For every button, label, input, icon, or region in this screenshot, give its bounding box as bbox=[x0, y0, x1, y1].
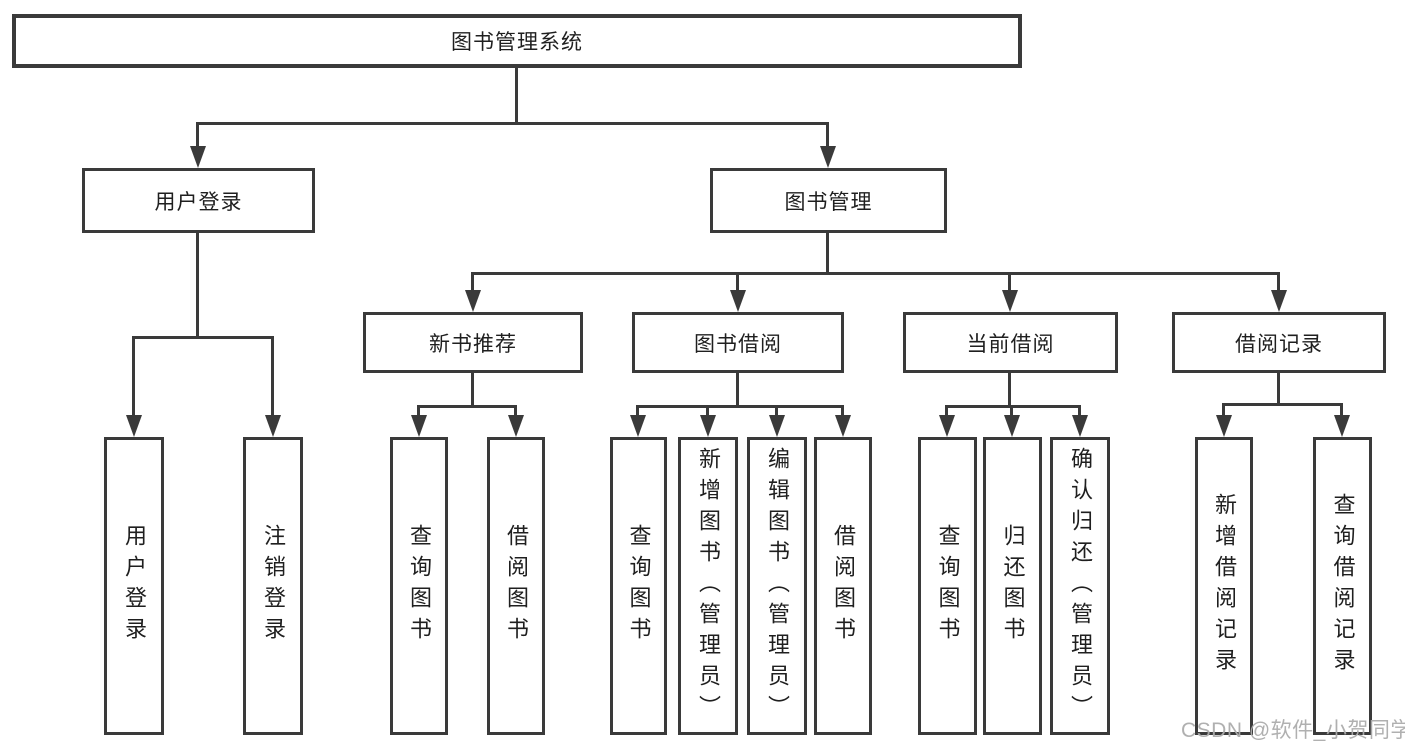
connector-hline bbox=[636, 405, 844, 408]
connector-vline bbox=[1340, 403, 1343, 417]
leaf-label: 借阅图书 bbox=[831, 524, 856, 648]
leaf-label: 借阅图书 bbox=[504, 524, 529, 648]
connector-vline bbox=[636, 405, 639, 417]
arrowhead-down-icon bbox=[1072, 415, 1088, 437]
connector-hline bbox=[1222, 403, 1343, 406]
leaf-confirm-return-admin: 确认归还（管理员） bbox=[1050, 437, 1110, 735]
leaf-add-borrow-record: 新增借阅记录 bbox=[1195, 437, 1253, 735]
leaf-edit-books-admin: 编辑图书（管理员） bbox=[747, 437, 807, 735]
leaf-label: 编辑图书（管理员） bbox=[765, 446, 790, 726]
arrowhead-down-icon bbox=[730, 290, 746, 312]
connector-vline bbox=[1010, 405, 1013, 417]
node-book-borrowing: 图书借阅 bbox=[632, 312, 844, 373]
connector-hline bbox=[132, 336, 274, 339]
node-book-management: 图书管理 bbox=[710, 168, 947, 233]
node-new-book-recommendation: 新书推荐 bbox=[363, 312, 583, 373]
connector-vline bbox=[1008, 272, 1011, 292]
node-user-login: 用户登录 bbox=[82, 168, 315, 233]
connector-vline bbox=[132, 336, 135, 417]
node-library-management-system: 图书管理系统 bbox=[12, 14, 1022, 68]
leaf-add-books-admin: 新增图书（管理员） bbox=[678, 437, 738, 735]
connector-vline bbox=[736, 272, 739, 292]
arrowhead-down-icon bbox=[939, 415, 955, 437]
arrowhead-down-icon bbox=[126, 415, 142, 437]
arrowhead-down-icon bbox=[265, 415, 281, 437]
arrowhead-down-icon bbox=[1004, 415, 1020, 437]
leaf-user-login: 用户登录 bbox=[104, 437, 164, 735]
connector-vline bbox=[514, 405, 517, 417]
arrowhead-down-icon bbox=[465, 290, 481, 312]
node-borrowing-records: 借阅记录 bbox=[1172, 312, 1386, 373]
leaf-logout: 注销登录 bbox=[243, 437, 303, 735]
leaf-query-books: 查询图书 bbox=[918, 437, 977, 735]
arrowhead-down-icon bbox=[820, 146, 836, 168]
connector-vline bbox=[841, 405, 844, 417]
node-label: 当前借阅 bbox=[966, 332, 1055, 356]
leaf-label: 查询图书 bbox=[935, 524, 961, 648]
connector-vline bbox=[196, 233, 199, 339]
node-current-borrowing: 当前借阅 bbox=[903, 312, 1118, 373]
connector-vline bbox=[706, 405, 709, 417]
connector-vline bbox=[515, 68, 518, 124]
arrowhead-down-icon bbox=[411, 415, 427, 437]
arrowhead-down-icon bbox=[1334, 415, 1350, 437]
leaf-label: 注销登录 bbox=[261, 524, 286, 648]
node-label: 图书借阅 bbox=[694, 332, 782, 356]
leaf-label: 新增图书（管理员） bbox=[696, 446, 721, 726]
connector-vline bbox=[1277, 272, 1280, 292]
arrowhead-down-icon bbox=[190, 146, 206, 168]
watermark: CSDN @软件_小贺同学 bbox=[1181, 719, 1405, 742]
connector-vline bbox=[826, 122, 829, 150]
arrowhead-down-icon bbox=[1002, 290, 1018, 312]
leaf-label: 查询借阅记录 bbox=[1330, 493, 1356, 679]
leaf-query-borrow-record: 查询借阅记录 bbox=[1313, 437, 1372, 735]
arrowhead-down-icon bbox=[769, 415, 785, 437]
leaf-borrow-books: 借阅图书 bbox=[814, 437, 872, 735]
connector-vline bbox=[945, 405, 948, 417]
arrowhead-down-icon bbox=[1216, 415, 1232, 437]
connector-vline bbox=[1008, 373, 1011, 408]
leaf-query-books: 查询图书 bbox=[610, 437, 667, 735]
connector-vline bbox=[271, 336, 274, 417]
arrowhead-down-icon bbox=[1271, 290, 1287, 312]
connector-vline bbox=[736, 373, 739, 408]
connector-vline bbox=[471, 373, 474, 408]
connector-hline bbox=[945, 405, 1081, 408]
leaf-label: 查询图书 bbox=[407, 524, 432, 648]
node-label: 新书推荐 bbox=[429, 332, 517, 356]
connector-vline bbox=[471, 272, 474, 292]
leaf-label: 确认归还（管理员） bbox=[1068, 446, 1093, 726]
node-label: 图书管理 bbox=[784, 190, 873, 214]
leaf-label: 查询图书 bbox=[626, 524, 652, 648]
connector-hline bbox=[471, 272, 1280, 275]
leaf-label: 用户登录 bbox=[122, 524, 147, 648]
arrowhead-down-icon bbox=[700, 415, 716, 437]
leaf-borrow-books: 借阅图书 bbox=[487, 437, 545, 735]
connector-vline bbox=[196, 122, 199, 150]
leaf-query-books: 查询图书 bbox=[390, 437, 448, 735]
node-label: 用户登录 bbox=[154, 190, 243, 214]
connector-vline bbox=[826, 233, 829, 275]
connector-hline bbox=[417, 405, 517, 408]
leaf-label: 新增借阅记录 bbox=[1212, 493, 1237, 679]
connector-vline bbox=[1222, 403, 1225, 417]
node-label: 借阅记录 bbox=[1235, 332, 1323, 356]
connector-vline bbox=[1277, 373, 1280, 405]
arrowhead-down-icon bbox=[630, 415, 646, 437]
connector-vline bbox=[417, 405, 420, 417]
leaf-label: 归还图书 bbox=[1000, 524, 1026, 648]
connector-vline bbox=[1078, 405, 1081, 417]
connector-vline bbox=[775, 405, 778, 417]
node-label: 图书管理系统 bbox=[451, 31, 583, 54]
arrowhead-down-icon bbox=[835, 415, 851, 437]
connector-hline bbox=[196, 122, 829, 125]
arrowhead-down-icon bbox=[508, 415, 524, 437]
leaf-return-books: 归还图书 bbox=[983, 437, 1042, 735]
